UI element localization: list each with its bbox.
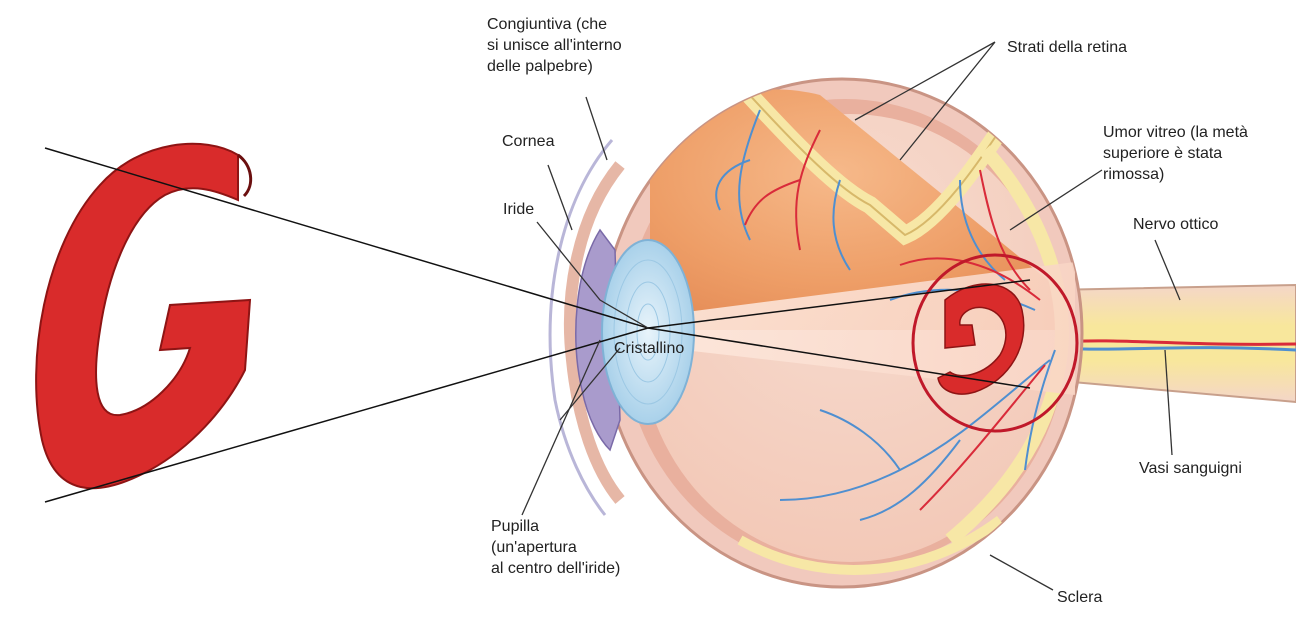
label-iride: Iride	[503, 199, 534, 220]
lens	[602, 240, 694, 424]
label-cornea: Cornea	[502, 131, 554, 152]
label-sclera: Sclera	[1057, 587, 1102, 608]
letter-g-icon	[36, 144, 251, 488]
label-strati-retina: Strati della retina	[1007, 37, 1127, 58]
label-vasi-sanguigni: Vasi sanguigni	[1139, 458, 1242, 479]
label-cristallino: Cristallino	[614, 338, 684, 359]
label-pupilla: Pupilla (un'apertura al centro dell'irid…	[491, 516, 620, 579]
optic-nerve	[1050, 285, 1296, 402]
label-nervo-ottico: Nervo ottico	[1133, 214, 1218, 235]
label-congiuntiva: Congiuntiva (che si unisce all'interno d…	[487, 14, 622, 77]
label-umor-vitreo: Umor vitreo (la metà superiore è stata r…	[1103, 122, 1248, 185]
